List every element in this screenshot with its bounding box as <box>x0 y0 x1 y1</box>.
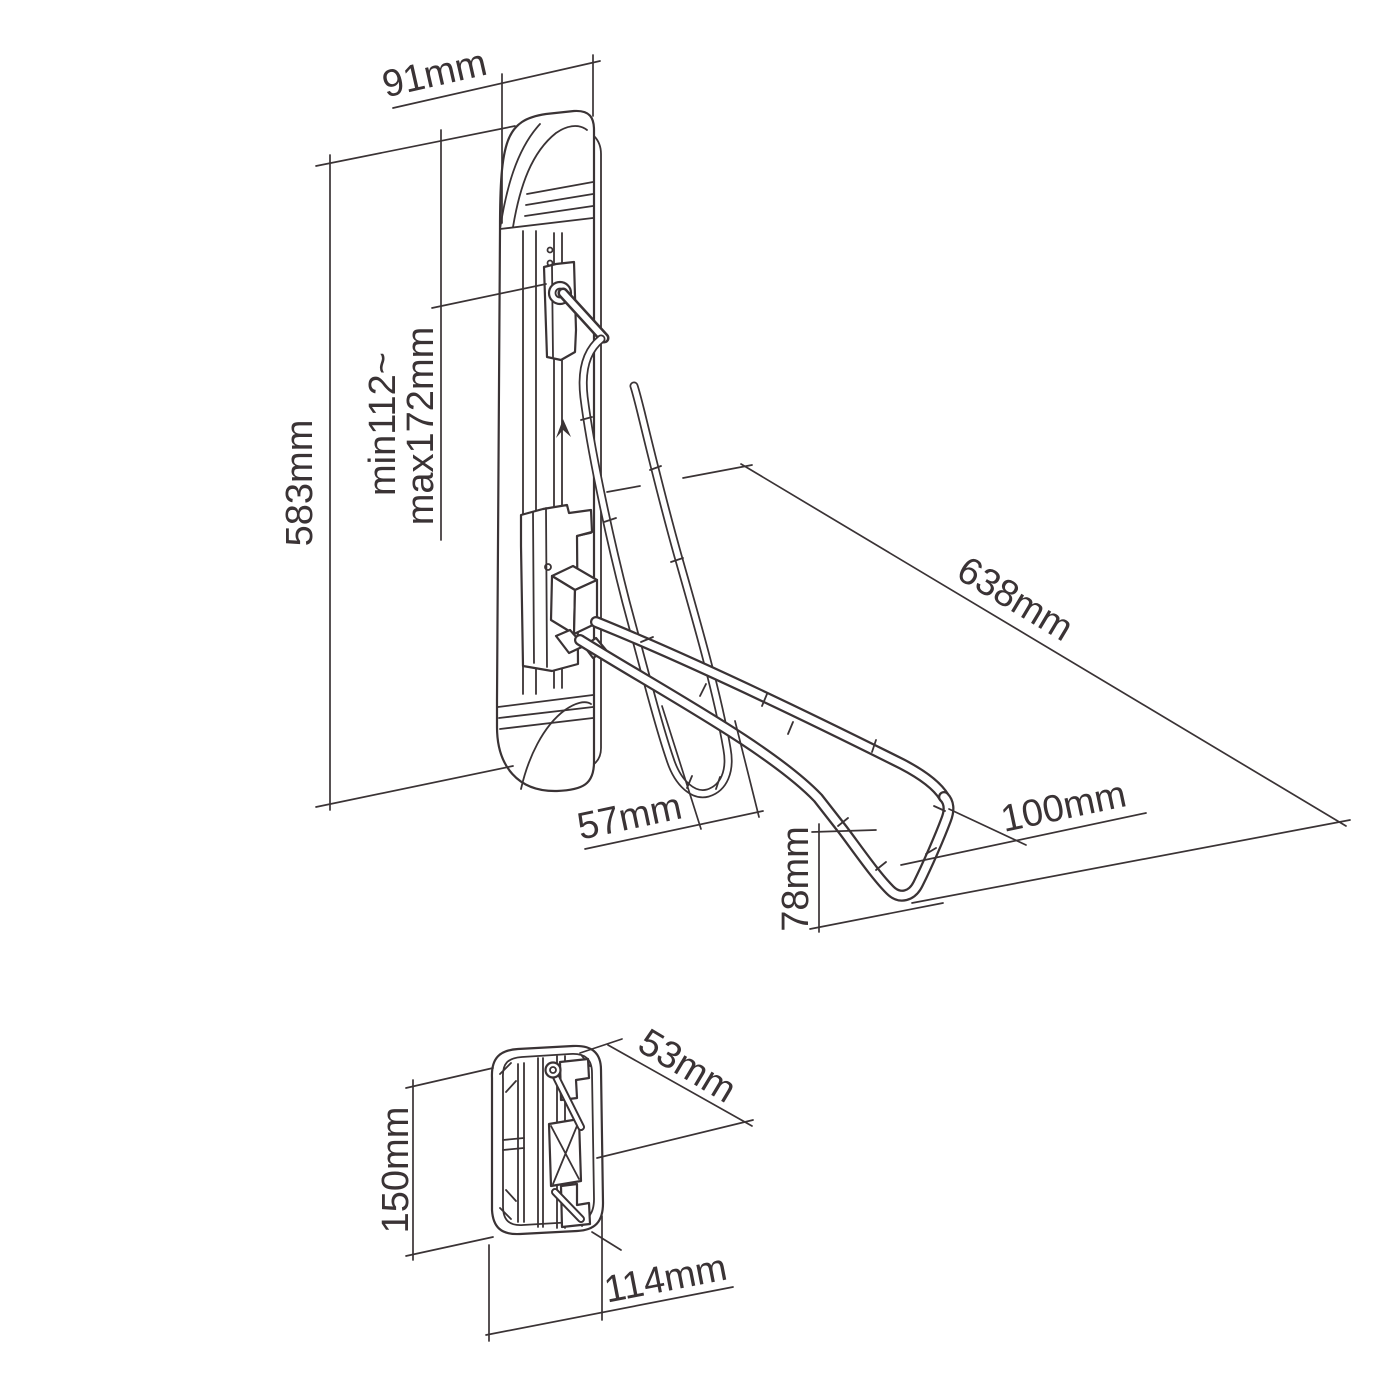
main-isometric-view <box>495 109 955 902</box>
label-91mm: 91mm <box>378 42 490 106</box>
bottom-cap-grooves <box>497 694 594 730</box>
dimension-57mm <box>584 705 764 850</box>
dimension-583mm <box>315 125 516 811</box>
side-view-rail-lines <box>517 1057 544 1228</box>
label-max172mm: max172mm <box>400 327 442 526</box>
dimension-line <box>900 812 1147 866</box>
side-view-pivot-hole <box>549 1066 557 1074</box>
lower-slider-inner-lines <box>532 507 592 668</box>
side-view-pad-inner-band <box>502 1053 595 1226</box>
upper-carriage-inner-line <box>551 265 554 358</box>
side-view-band-marks <box>502 1137 525 1151</box>
label-53mm: 53mm <box>631 1021 743 1111</box>
extension-line <box>596 1119 754 1159</box>
extension-line <box>948 808 1027 846</box>
dimension-min-max <box>431 129 547 541</box>
extension-line <box>488 1215 603 1342</box>
label-150mm: 150mm <box>375 1107 417 1234</box>
dimension-line <box>607 1044 753 1127</box>
label-638mm: 638mm <box>950 549 1080 650</box>
slider-screw-dot <box>544 563 552 571</box>
side-view-corner-leader <box>591 1231 622 1251</box>
extension-line <box>911 819 1351 904</box>
dimension-100mm <box>900 808 1147 866</box>
top-cap-inner-curve <box>512 125 588 228</box>
dimension-labels: 91mm 583mm min112~ max172mm 638mm 57mm 7… <box>279 42 1130 1312</box>
dimension-line <box>392 60 601 109</box>
extension-line <box>315 125 516 808</box>
main-view-dimensions <box>315 54 1351 933</box>
dimension-line <box>485 1286 734 1336</box>
dimension-91mm <box>392 54 601 224</box>
dimension-line <box>740 463 1347 827</box>
rail-screw-dot <box>546 246 554 254</box>
dimension-78mm <box>809 823 944 933</box>
dimension-638mm <box>606 463 1351 904</box>
extension-line <box>809 829 944 930</box>
extension-line <box>501 54 594 224</box>
upper-arm-link-fill <box>560 290 607 341</box>
upper-hook-carriage <box>542 260 578 362</box>
label-78mm: 78mm <box>775 826 817 932</box>
extension-line <box>606 464 753 493</box>
side-view-lower-lever-fill <box>553 1190 583 1221</box>
dimension-150mm <box>405 1067 494 1261</box>
cradle-arm-rear-tube <box>590 616 950 803</box>
cradle-arm-front-tube-v-hook-fill <box>576 636 953 900</box>
extension-line <box>405 1067 494 1257</box>
bottom-side-view <box>490 1044 622 1251</box>
bottom-cap-inner-curve <box>520 701 592 790</box>
side-view-top-hook <box>558 1057 591 1102</box>
label-114mm: 114mm <box>601 1247 731 1312</box>
mounting-rail <box>522 230 563 695</box>
top-cap-grooves <box>499 181 594 230</box>
cradle-arm-rear-tube-fill <box>592 618 948 801</box>
dimension-114mm <box>485 1215 734 1342</box>
side-view-pivot <box>544 1061 562 1079</box>
side-view-lever-fill <box>551 1069 583 1129</box>
label-583mm: 583mm <box>279 420 321 547</box>
tube-segment-ticks <box>580 416 946 871</box>
bottom-view-dimensions <box>405 1038 754 1342</box>
side-view-clamp-cross <box>550 1120 580 1185</box>
upper-retaining-arm <box>578 334 733 799</box>
wall-plate-back-edge <box>593 135 602 765</box>
label-min112: min112~ <box>362 352 404 496</box>
dimension-line <box>584 810 764 850</box>
dimension-53mm <box>579 1038 754 1159</box>
up-arrow-icon <box>556 419 571 438</box>
upper-retaining-arm-fill <box>580 336 731 797</box>
extension-line <box>431 283 547 309</box>
extension-line <box>579 1038 623 1054</box>
extension-line <box>661 705 760 830</box>
cradle-arm-front-tube-v-hook <box>574 634 955 902</box>
